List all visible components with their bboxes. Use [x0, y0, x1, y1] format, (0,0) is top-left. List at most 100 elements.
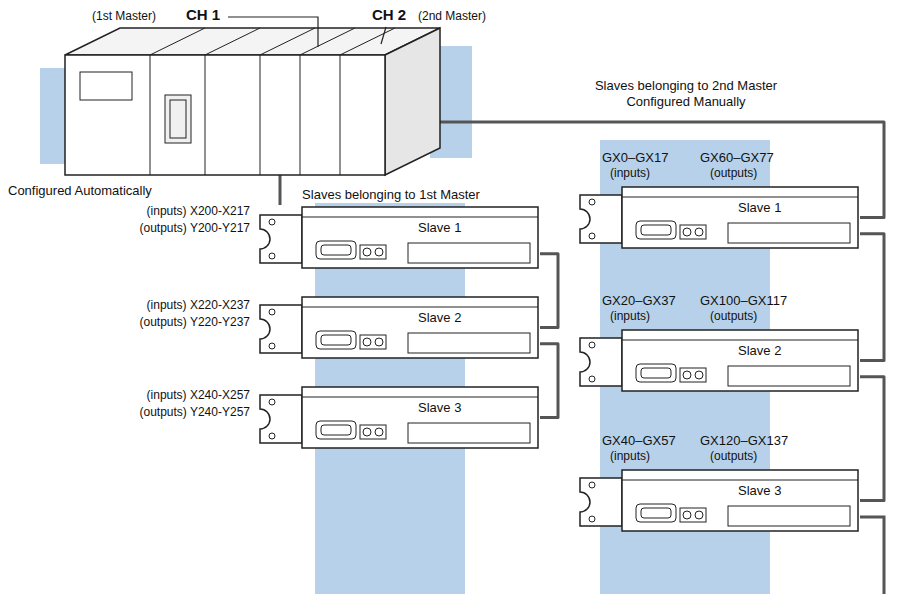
label-plate — [408, 243, 530, 263]
module-edge — [622, 480, 858, 481]
address-label: GX20–GX37 — [602, 293, 676, 309]
address-label: (outputs) Y240-Y257 — [10, 405, 250, 419]
module-edge — [302, 307, 538, 308]
address-label: (inputs) — [610, 309, 650, 323]
address-label: GX100–GX117 — [700, 293, 787, 309]
slave-name: Slave 2 — [738, 343, 781, 359]
slave-drawing — [258, 295, 540, 360]
mounting-bracket — [260, 215, 302, 263]
slave-module — [580, 330, 858, 391]
module-edge — [622, 340, 858, 341]
slot-line — [260, 55, 261, 175]
dsub-connector — [316, 241, 356, 259]
dsub-connector — [316, 331, 356, 349]
module-body — [622, 187, 858, 248]
plc-rack: (1st Master)CH 1CH 2(2nd Master) — [40, 2, 492, 182]
module-body — [302, 387, 538, 448]
mounting-bracket — [580, 195, 622, 243]
group-heading: Configured Automatically — [8, 183, 208, 199]
mounting-bracket — [580, 338, 622, 386]
slot-line — [150, 28, 205, 55]
channel-label: CH 1 — [186, 6, 220, 24]
slave-module: Slave 3 — [258, 385, 540, 450]
label-plate — [728, 366, 850, 386]
slave-name: Slave 3 — [738, 483, 781, 499]
mounting-strip — [40, 68, 68, 164]
address-label: (outputs) — [710, 166, 757, 180]
terminal-block — [680, 225, 706, 239]
master-label: (2nd Master) — [418, 9, 486, 23]
slave-drawing — [578, 468, 860, 533]
terminal — [695, 228, 703, 236]
slave-drawing — [578, 328, 860, 393]
network-cable — [279, 182, 282, 205]
module-body — [302, 207, 538, 268]
mounting-bracket — [260, 395, 302, 443]
address-label: GX120–GX137 — [700, 433, 788, 449]
plc-drawing — [40, 2, 492, 182]
dsub-connector — [641, 368, 671, 378]
power-panel — [80, 72, 132, 100]
rack-side — [385, 28, 440, 175]
slave-module — [260, 387, 538, 448]
terminal — [695, 371, 703, 379]
terminal — [363, 248, 371, 256]
module-body — [622, 330, 858, 391]
terminal-block — [360, 245, 386, 259]
terminal — [695, 511, 703, 519]
dsub-connector — [636, 221, 676, 239]
dsub-connector — [321, 425, 351, 435]
mounting-bracket — [260, 305, 302, 353]
slave-module: Slave 1 — [578, 185, 860, 250]
slave-module — [260, 297, 538, 358]
cpu-port — [170, 100, 186, 138]
screw-hole — [589, 233, 595, 239]
master-label: (1st Master) — [92, 9, 156, 23]
dsub-connector — [636, 504, 676, 522]
dsub-connector — [316, 421, 356, 439]
terminal-block — [680, 508, 706, 522]
leader-line — [228, 17, 318, 47]
terminal — [683, 228, 691, 236]
rack-top — [65, 28, 440, 55]
module-body — [622, 470, 858, 531]
slave-drawing — [258, 385, 540, 450]
terminal — [375, 338, 383, 346]
dsub-connector — [321, 335, 351, 345]
screw-hole — [269, 399, 275, 405]
address-label: GX40–GX57 — [602, 433, 676, 449]
leader-line — [381, 27, 386, 44]
dsub-connector — [641, 508, 671, 518]
slot-line — [340, 55, 341, 175]
address-label: (outputs) Y220-Y237 — [10, 315, 250, 329]
screw-hole — [589, 199, 595, 205]
slave-module — [580, 470, 858, 531]
module-edge — [302, 217, 538, 218]
module-edge — [622, 197, 858, 198]
rack-front — [65, 55, 385, 175]
address-label: (inputs) — [610, 166, 650, 180]
dsub-connector — [636, 364, 676, 382]
mounting-bracket — [580, 478, 622, 526]
cable-stub — [440, 121, 492, 124]
screw-hole — [589, 516, 595, 522]
address-label: (inputs) X240-X257 — [10, 388, 250, 402]
slave-name: Slave 1 — [738, 200, 781, 216]
terminal — [683, 371, 691, 379]
cable — [860, 517, 884, 594]
slave-name: Slave 2 — [418, 310, 461, 326]
network-cable — [540, 254, 558, 328]
slave-module: Slave 2 — [258, 295, 540, 360]
slot-line — [300, 55, 301, 175]
terminal — [375, 428, 383, 436]
slot-line — [260, 28, 315, 55]
screw-hole — [589, 482, 595, 488]
address-label: (outputs) — [710, 449, 757, 463]
address-label: (inputs) — [610, 449, 650, 463]
network-cable — [860, 377, 884, 501]
slot-line — [340, 28, 395, 55]
group-heading: Slaves belonging to 2nd Master Configure… — [588, 78, 784, 109]
screw-hole — [269, 343, 275, 349]
slot-line — [205, 28, 260, 55]
address-label: GX60–GX77 — [700, 150, 774, 166]
